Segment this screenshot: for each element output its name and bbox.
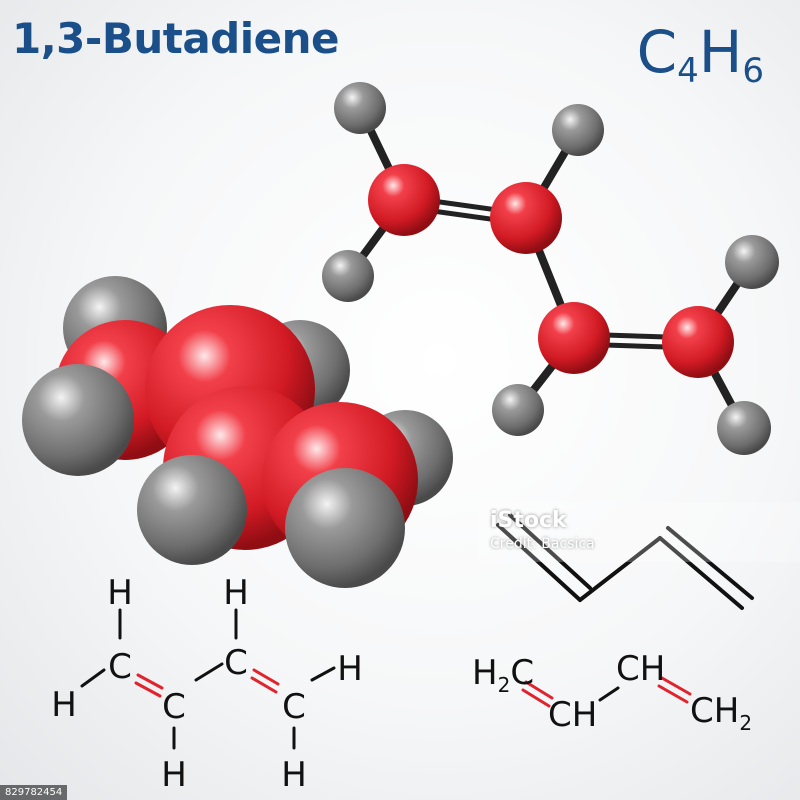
carbon-atom [368, 164, 440, 236]
bond-line [194, 662, 224, 682]
bond-line [310, 666, 336, 682]
carbon-atom [490, 182, 562, 254]
hydrogen-atom [285, 468, 405, 588]
skeletal-single-bond [578, 536, 662, 602]
carbon-atom [662, 306, 734, 378]
double-bond-line [657, 684, 689, 704]
double-bond-line [134, 681, 162, 698]
skeletal-double-bond-c [658, 536, 744, 610]
skeletal-double-bond-d [666, 526, 754, 600]
atom-label-c: C [108, 647, 132, 687]
atom-label-h: H [107, 573, 133, 613]
hydrogen-atom [322, 250, 374, 302]
formula-h-count: 6 [742, 51, 764, 91]
formula-c-count: 4 [677, 51, 699, 91]
group-label-ch2: CH2 [690, 691, 752, 735]
skeletal-double-bond-b [508, 513, 592, 590]
watermark-brand: iStock [490, 508, 567, 533]
hydrogen-atom [334, 82, 386, 134]
hydrogen-atom [137, 455, 247, 565]
molecular-formula: C4H6 [637, 18, 764, 91]
watermark-banner: iStock Credit: Bacsica [478, 502, 800, 562]
ball-and-stick-model [322, 82, 779, 455]
double-bond-line [660, 676, 692, 696]
skeletal-formula [496, 513, 754, 610]
skeletal-double-bond-a [496, 523, 582, 602]
stock-id: 829782454 [0, 785, 68, 800]
atom-label-h: H [281, 755, 307, 795]
atom-label-c: C [162, 687, 186, 727]
hydrogen-atom [492, 384, 544, 436]
double-bond-line [252, 668, 280, 686]
hydrogen-atom [552, 104, 604, 156]
condensed-formula: H2C CH CH CH2 [472, 649, 752, 735]
bond-line [80, 668, 106, 688]
page-title: 1,3-Butadiene [12, 14, 340, 63]
atom-label-h: H [223, 573, 249, 613]
carbon-atom [538, 302, 610, 374]
hydrogen-atom [725, 235, 779, 289]
double-bond-line [250, 676, 278, 694]
atom-label-c: C [224, 643, 248, 683]
atom-label-h: H [161, 755, 187, 795]
double-bond-line [136, 673, 164, 690]
bond-line [598, 686, 620, 702]
formula-c: C [636, 18, 678, 86]
space-filling-model [22, 276, 453, 588]
double-bond-line [524, 680, 554, 700]
watermark-credit: Credit: Bacsica [490, 536, 595, 552]
hydrogen-atom [22, 364, 134, 476]
group-label-ch: CH [616, 649, 665, 689]
atom-label-c: C [282, 687, 306, 727]
group-label-ch: CH [548, 695, 597, 735]
formula-h: H [698, 18, 743, 86]
hydrogen-atom [717, 401, 771, 455]
double-bond-line [521, 688, 551, 708]
structural-formula: H H C C H H C C H H [51, 573, 363, 795]
atom-label-h: H [51, 685, 77, 725]
group-label-h2c: H2C [472, 653, 534, 697]
atom-label-h: H [337, 649, 363, 689]
